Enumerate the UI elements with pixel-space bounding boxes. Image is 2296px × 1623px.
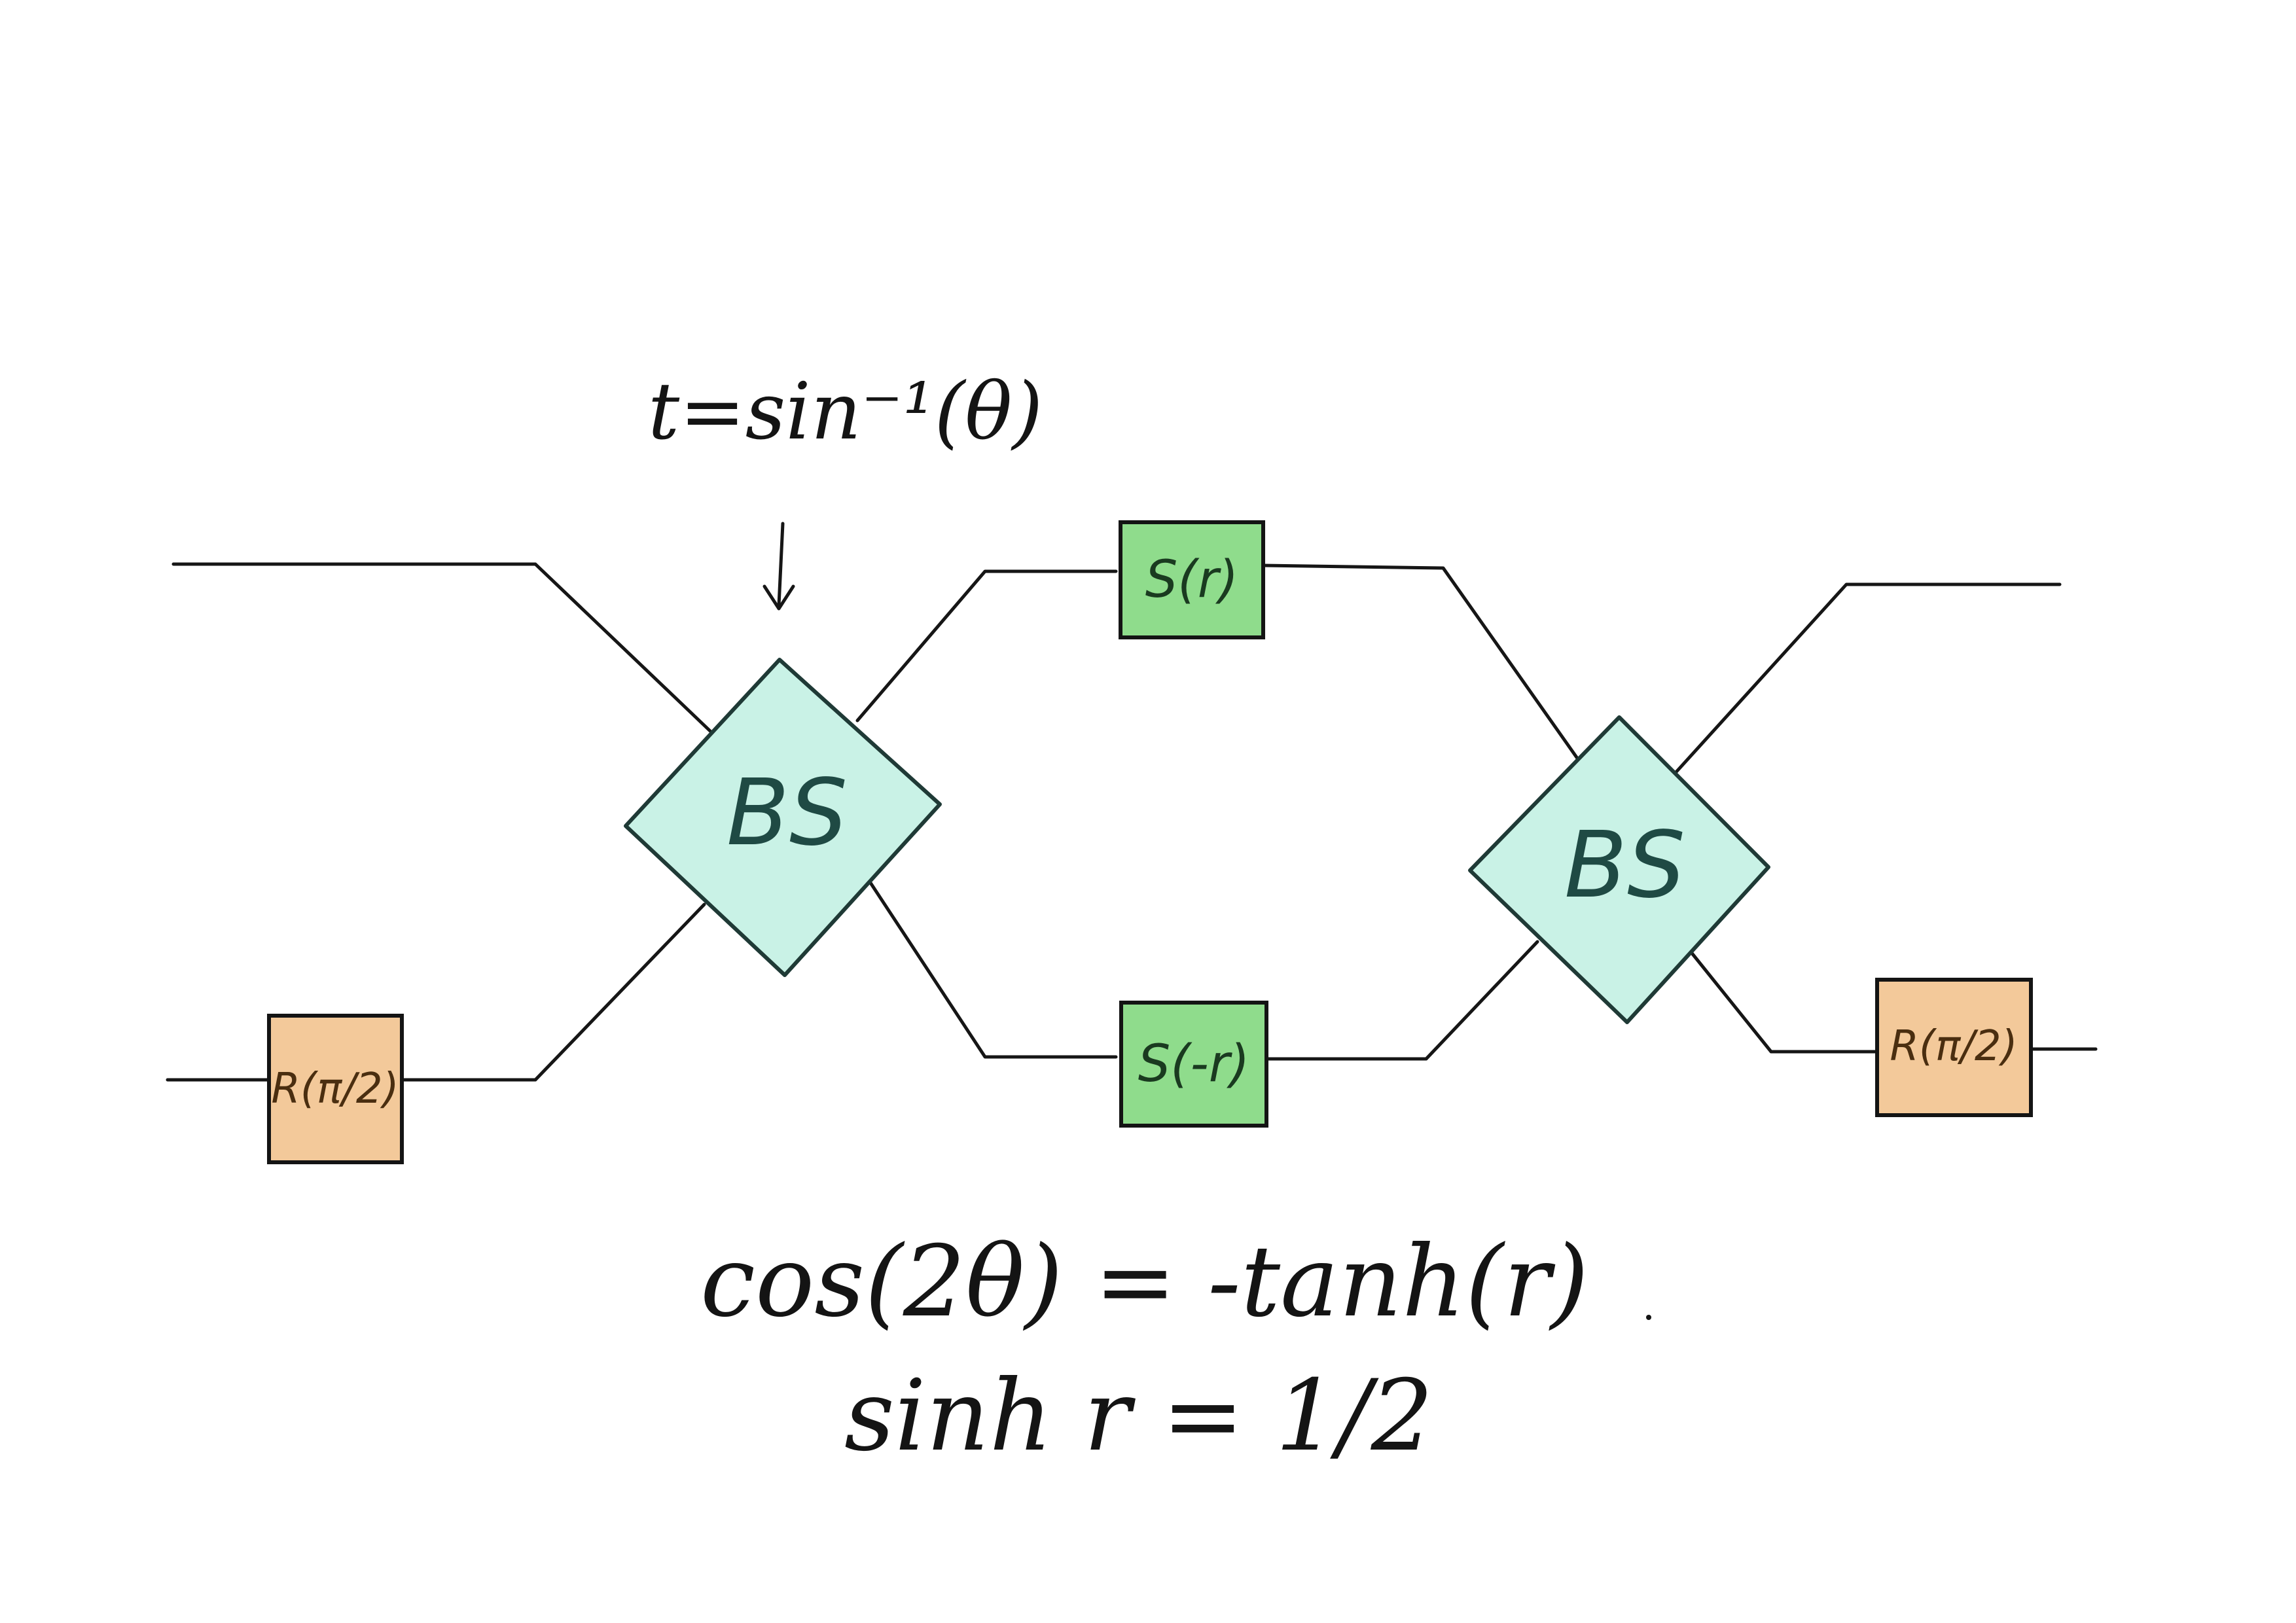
beam-splitter-left: BS [624, 658, 942, 977]
wire-bottom-output-left [1689, 950, 1879, 1054]
wires [166, 562, 2098, 1082]
annotation-label: t=sin⁻¹(θ) [648, 366, 1043, 457]
equation-1: cos(2θ) = -tanh(r) [700, 1225, 1588, 1339]
equation-2: sinh r = 1/2 [844, 1359, 1433, 1473]
beam-splitter-right-body [1468, 715, 1770, 1024]
equations: cos(2θ) = -tanh(r) sinh r = 1/2 [700, 1225, 1651, 1473]
wire-bottom-arm-left [869, 881, 1118, 1059]
squeeze-gate-bottom: S(-r) [1119, 1001, 1268, 1128]
rotation-gate-left-label: R(π/2) [271, 1065, 399, 1113]
squeeze-gate-top: S(r) [1119, 520, 1265, 639]
rotation-gate-right-label: R(π/2) [1890, 1022, 2017, 1071]
squeeze-gate-bottom-label: S(-r) [1138, 1035, 1250, 1094]
parameter-annotation: t=sin⁻¹(θ) [648, 366, 1043, 611]
rotation-gate-right-box [1875, 978, 2033, 1117]
squeeze-gate-bottom-box [1119, 1001, 1268, 1128]
stray-dot [1646, 1315, 1651, 1320]
wire-bottom-arm-right [1261, 940, 1539, 1061]
beam-splitter-right: BS [1468, 715, 1770, 1024]
wire-top-input [171, 562, 712, 733]
wire-top-arm-right [1261, 563, 1581, 763]
wire-top-arm-left [855, 569, 1118, 722]
squeeze-gate-top-box [1119, 520, 1265, 639]
rotation-gate-left: R(π/2) [267, 1014, 404, 1164]
squeeze-gate-top-label: S(r) [1145, 550, 1238, 609]
annotation-arrow-head [762, 584, 795, 611]
beam-splitter-left-body [624, 658, 942, 977]
beam-splitter-left-label: BS [726, 760, 848, 866]
annotation-arrow-shaft [777, 522, 785, 607]
wire-top-output [1672, 582, 2062, 777]
rotation-gate-left-box [267, 1014, 404, 1164]
wire-bottom-input-right [400, 902, 706, 1082]
beam-splitter-right-label: BS [1564, 812, 1685, 919]
rotation-gate-right: R(π/2) [1875, 978, 2033, 1117]
